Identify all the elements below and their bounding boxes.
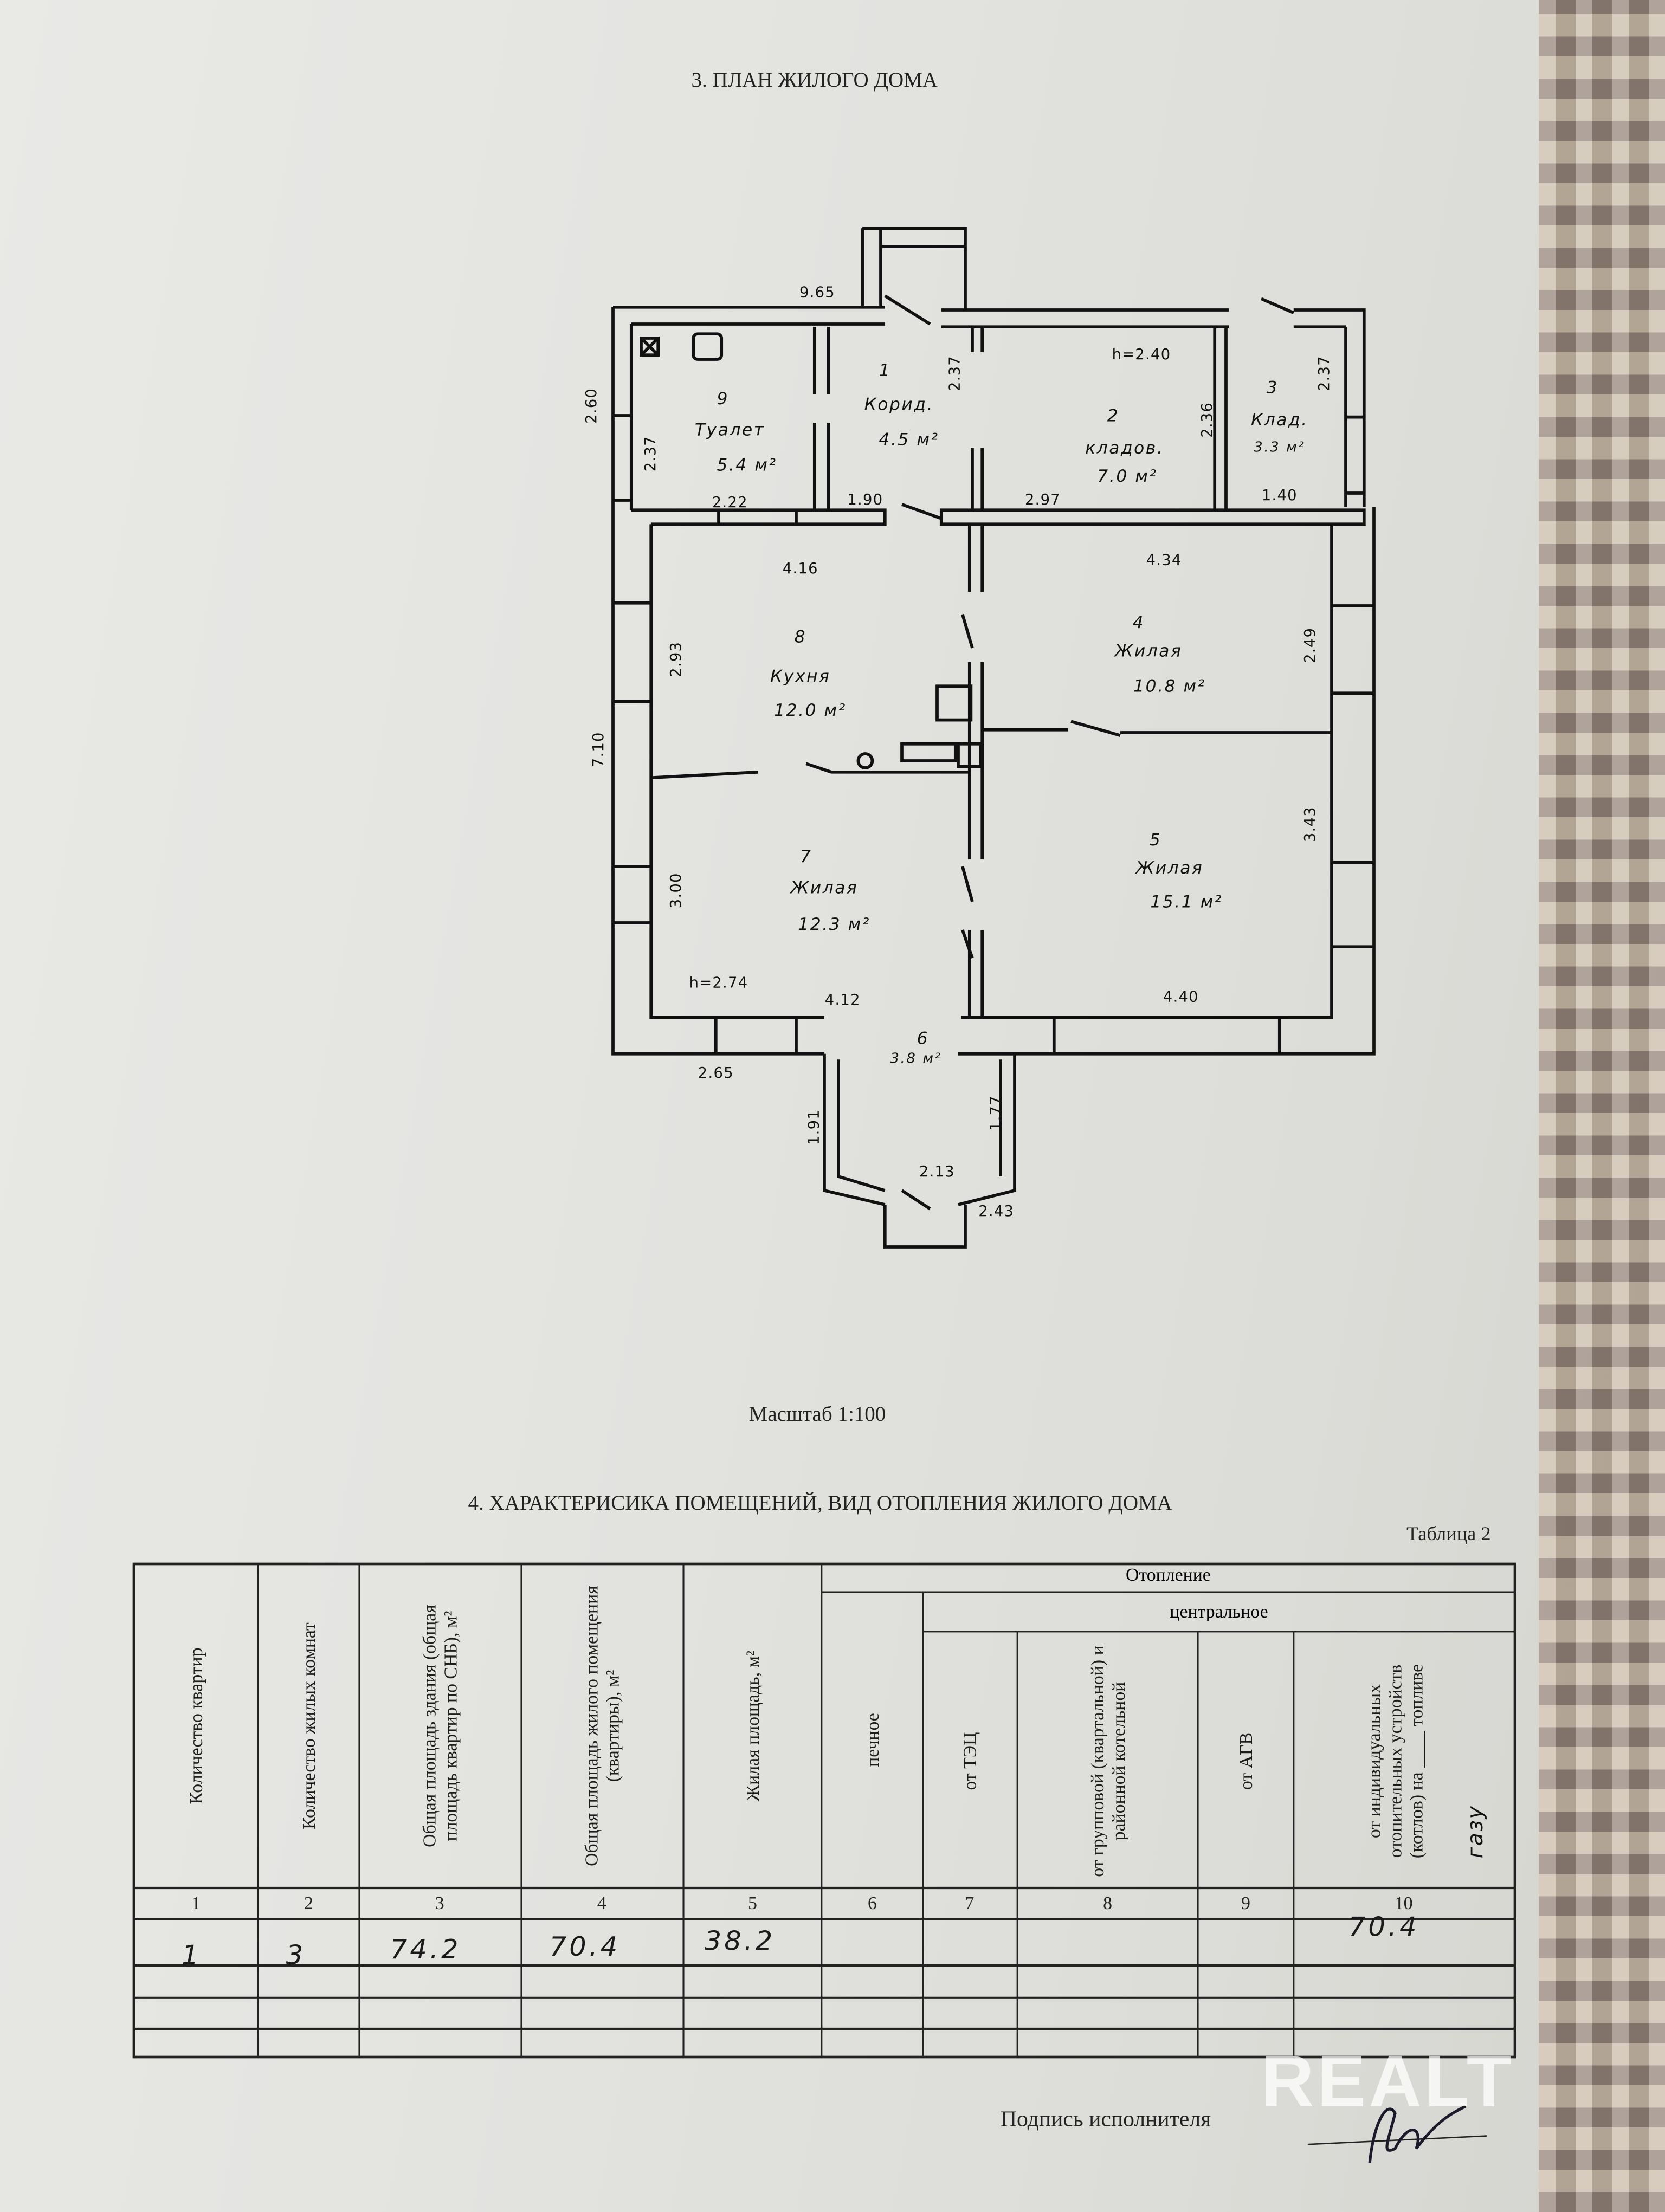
table-label: Таблица 2 bbox=[1406, 1524, 1491, 1546]
cell-individual-heating: 70.4 bbox=[1348, 1912, 1419, 1943]
plan-title: 3. ПЛАН ЖИЛОГО ДОМА bbox=[691, 69, 938, 93]
ceiling-height-top: h=2.40 bbox=[1112, 346, 1171, 364]
cell-total-building-area: 74.2 bbox=[390, 1934, 461, 1965]
plan-scale: Масштаб 1:100 bbox=[748, 1403, 886, 1427]
room-8-area: 12.0 м² bbox=[774, 700, 847, 720]
room-6-area: 3.8 м² bbox=[890, 1051, 942, 1068]
col-number: 1 bbox=[191, 1892, 201, 1913]
room-6-number: 6 bbox=[917, 1028, 930, 1049]
room-3-number: 3 bbox=[1266, 377, 1279, 398]
room-3-name: Клад. bbox=[1250, 410, 1308, 430]
dimension: 4.12 bbox=[824, 992, 861, 1009]
room-2-number: 2 bbox=[1107, 405, 1120, 426]
room-4-name: Жилая bbox=[1114, 641, 1183, 661]
fabric-background bbox=[1539, 0, 1665, 2212]
col-number: 9 bbox=[1241, 1892, 1250, 1913]
room-8-name: Кухня bbox=[770, 666, 831, 687]
room-1-name: Корид. bbox=[864, 394, 934, 415]
room-7-area: 12.3 м² bbox=[798, 914, 871, 934]
col-number: 4 bbox=[597, 1892, 606, 1913]
dimension: 4.40 bbox=[1163, 989, 1199, 1006]
room-4-number: 4 bbox=[1132, 613, 1145, 633]
central-group-header: центральное bbox=[1170, 1600, 1268, 1622]
realt-watermark: REALT bbox=[1261, 2041, 1514, 2124]
dimension: 1.90 bbox=[847, 491, 883, 509]
col-number: 2 bbox=[304, 1892, 313, 1913]
room-4-area: 10.8 м² bbox=[1133, 676, 1206, 696]
section-4-title: 4. ХАРАКТЕРИСИКА ПОМЕЩЕНИЙ, ВИД ОТОПЛЕНИ… bbox=[468, 1492, 1172, 1516]
dimension: 9.65 bbox=[799, 284, 836, 302]
col-number: 6 bbox=[867, 1892, 877, 1913]
dimension: 2.65 bbox=[698, 1065, 734, 1082]
signature-label: Подпись исполнителя bbox=[1000, 2107, 1211, 2132]
cell-rooms: 3 bbox=[286, 1940, 306, 1971]
dimension: 2.43 bbox=[978, 1203, 1015, 1220]
dimension: 2.22 bbox=[712, 494, 748, 512]
dimension: 4.34 bbox=[1146, 552, 1182, 570]
room-2-name: кладов. bbox=[1085, 438, 1164, 458]
room-7-number: 7 bbox=[799, 846, 812, 866]
room-9-number: 9 bbox=[717, 389, 730, 409]
col-number: 10 bbox=[1394, 1892, 1413, 1913]
col-number: 5 bbox=[747, 1892, 757, 1913]
col-number: 8 bbox=[1103, 1892, 1113, 1913]
room-3-area: 3.3 м² bbox=[1254, 440, 1306, 456]
room-5-name: Жилая bbox=[1135, 858, 1204, 878]
dimension: 4.16 bbox=[782, 560, 818, 578]
dimension: 1.40 bbox=[1261, 487, 1298, 505]
room-8-number: 8 bbox=[794, 627, 807, 647]
col-number: 7 bbox=[965, 1892, 975, 1913]
dimension: 2.97 bbox=[1024, 491, 1061, 509]
room-2-area: 7.0 м² bbox=[1097, 466, 1158, 486]
cell-apartments: 1 bbox=[182, 1940, 202, 1971]
dimension: 2.13 bbox=[919, 1163, 956, 1181]
col-number: 3 bbox=[435, 1892, 444, 1913]
heating-group-header: Отопление bbox=[1126, 1564, 1211, 1585]
ceiling-height-bottom: h=2.74 bbox=[689, 975, 748, 992]
cell-living-area: 38.2 bbox=[704, 1926, 776, 1957]
room-5-number: 5 bbox=[1149, 830, 1162, 850]
room-7-name: Жилая bbox=[790, 877, 859, 898]
room-9-name: Туалет bbox=[695, 419, 765, 440]
room-9-area: 5.4 м² bbox=[717, 455, 777, 475]
room-1-area: 4.5 м² bbox=[879, 430, 939, 450]
room-1-number: 1 bbox=[879, 360, 892, 380]
cell-total-apartment-area: 70.4 bbox=[549, 1931, 621, 1963]
room-5-area: 15.1 м² bbox=[1150, 891, 1223, 912]
